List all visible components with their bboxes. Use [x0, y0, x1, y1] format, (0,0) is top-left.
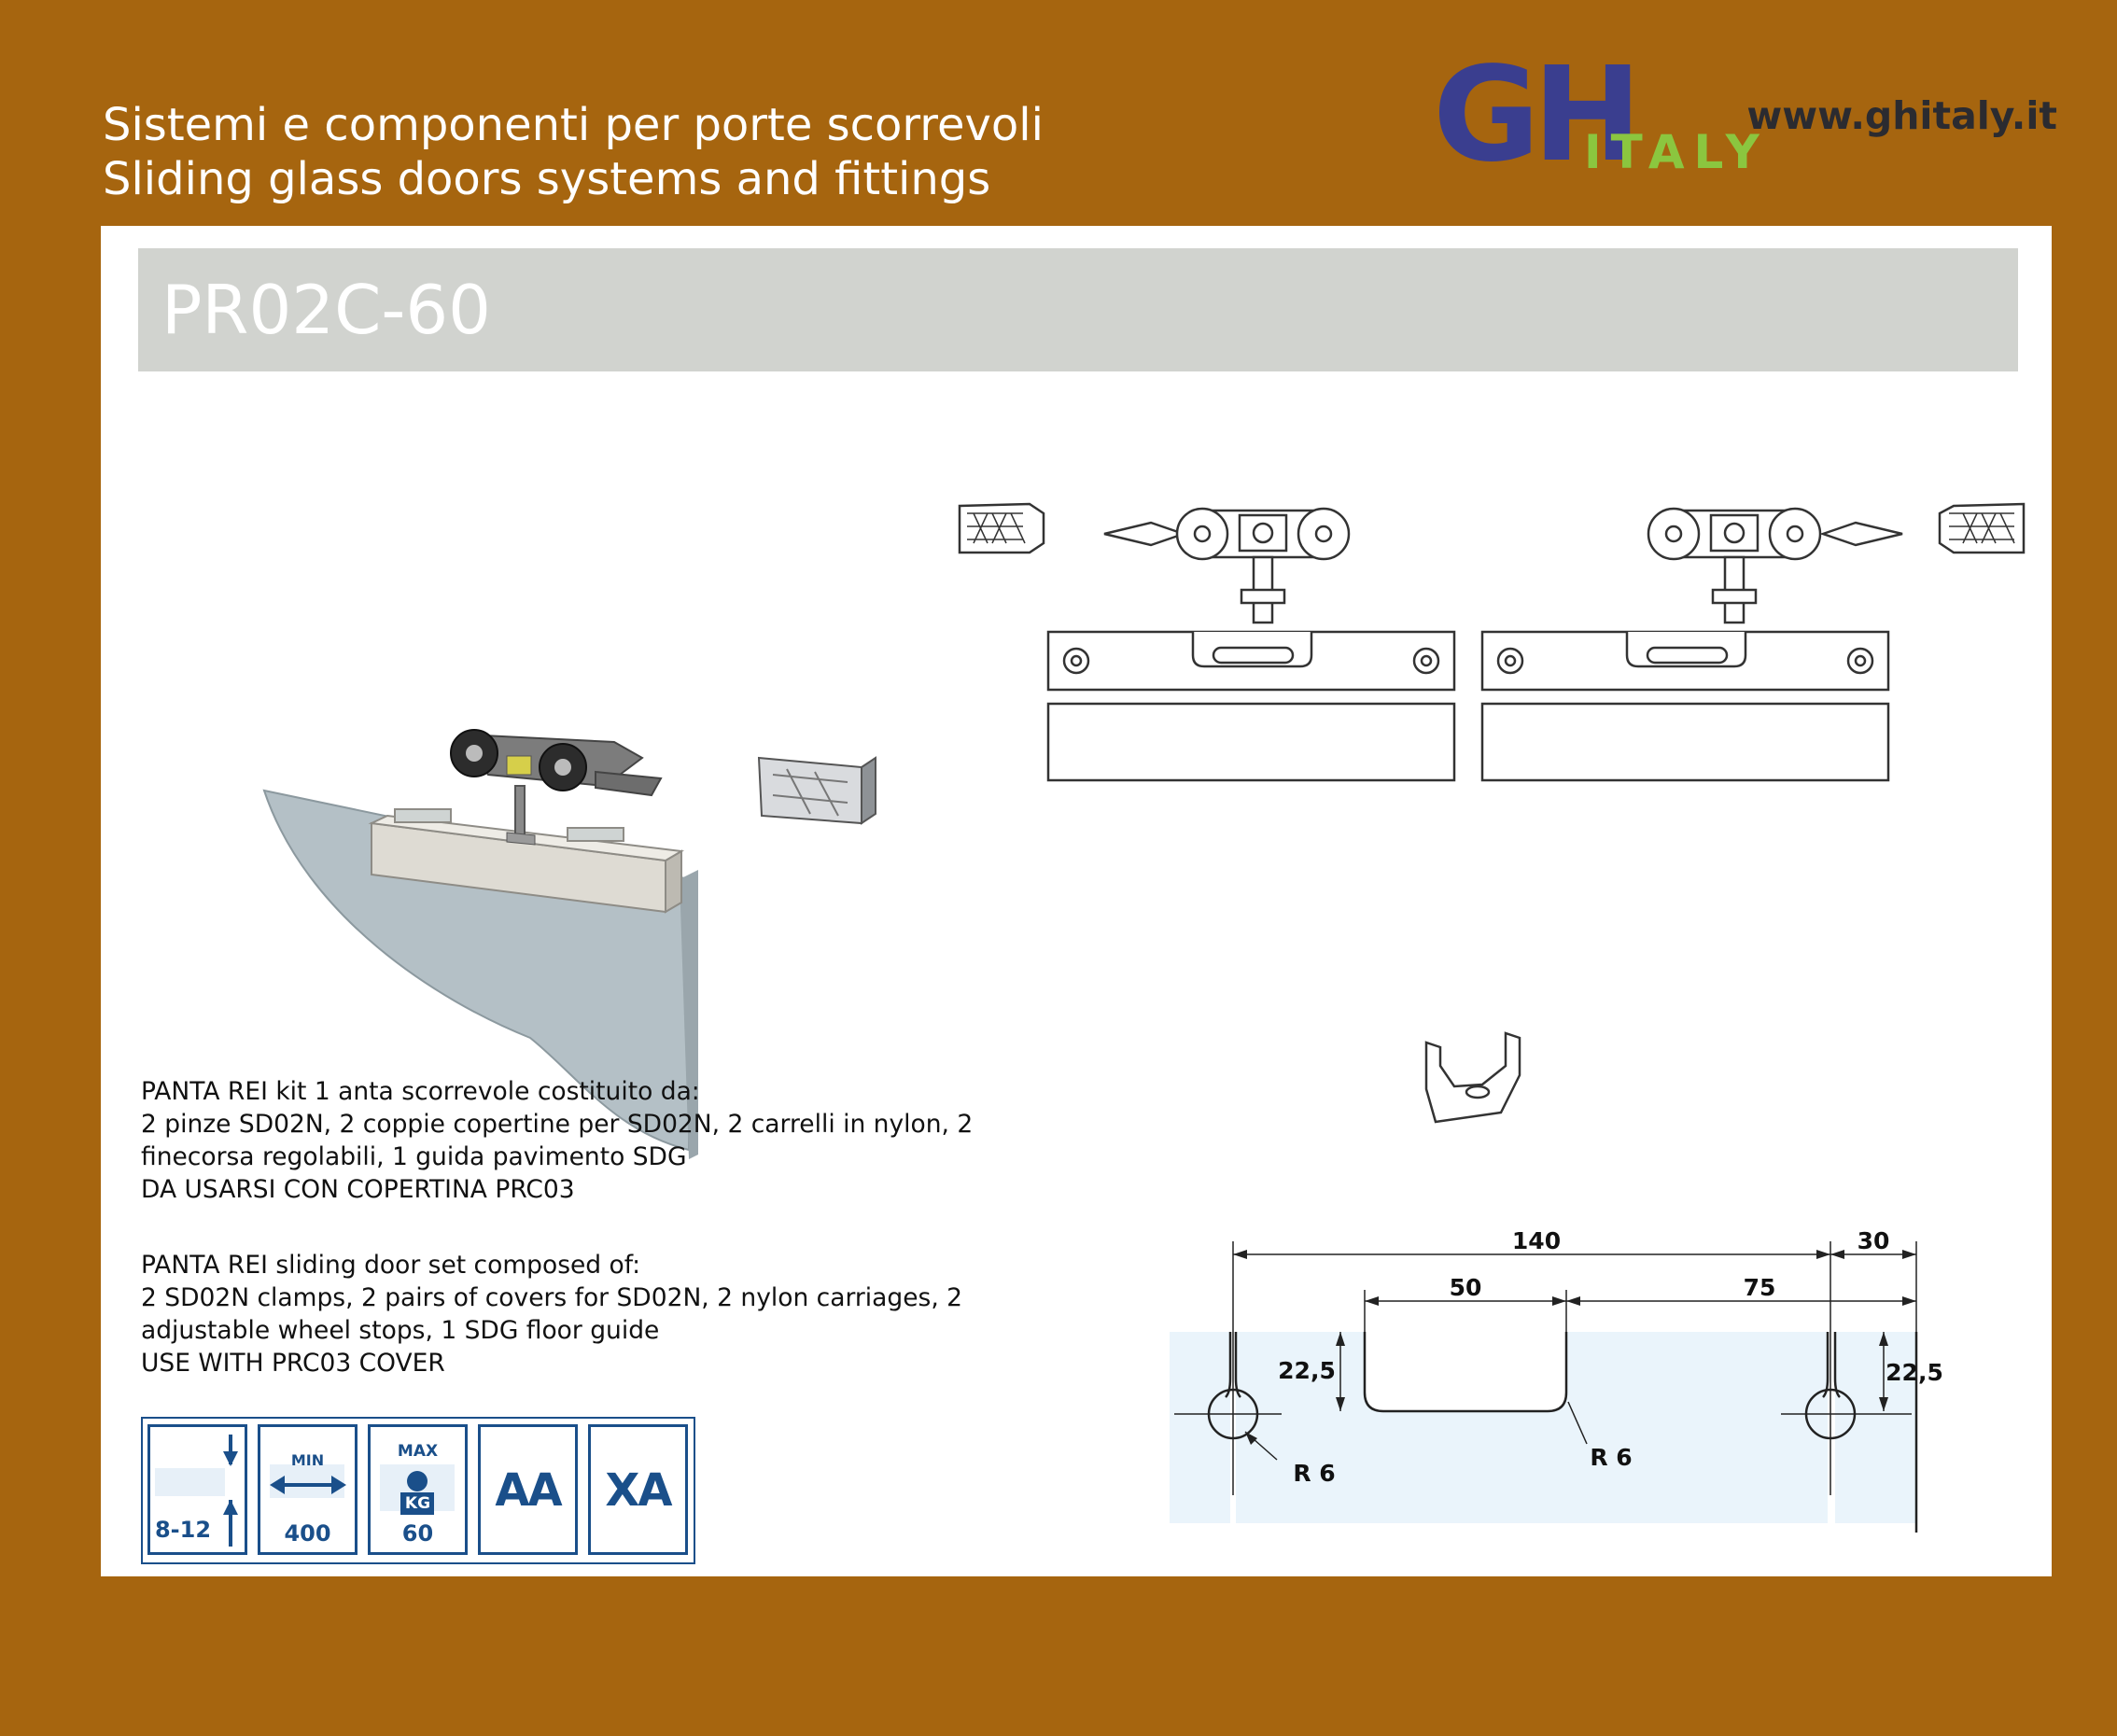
description-line: adjustable wheel stops, 1 SDG floor guid…	[141, 1316, 660, 1345]
product-code: PR02C-60	[161, 271, 491, 349]
description-line: finecorsa regolabili, 1 guida pavimento …	[141, 1142, 687, 1171]
min-width-icon: MIN 400	[258, 1424, 358, 1555]
code-xa-label: XA	[605, 1464, 672, 1517]
tagline-english: Sliding glass doors systems and fittings	[103, 153, 991, 205]
product-illustration	[262, 729, 876, 1159]
logo-sub-text: ITALY	[1584, 125, 1769, 179]
description-line: 2 pinze SD02N, 2 coppie copertine per SD…	[141, 1110, 974, 1139]
description-line: USE WITH PRC03 COVER	[141, 1349, 445, 1378]
description-english: PANTA REI sliding door set composed of: …	[141, 1249, 1056, 1379]
min-label: MIN	[290, 1451, 325, 1469]
radius-right: R 6	[1590, 1444, 1632, 1471]
description-line: PANTA REI kit 1 anta scorrevole costitui…	[141, 1077, 700, 1106]
spec-icon-strip: 8-12 MIN 400 MAX KG 60 AA X	[141, 1417, 695, 1564]
technical-drawing	[958, 502, 2026, 1124]
max-weight-icon: MAX KG 60	[368, 1424, 468, 1555]
glass-thickness-icon: 8-12	[147, 1424, 247, 1555]
tagline-italian: Sistemi e componenti per porte scorrevol…	[103, 99, 1044, 151]
radius-left: R 6	[1293, 1460, 1335, 1487]
dim-50: 50	[1450, 1274, 1482, 1301]
description-italian: PANTA REI kit 1 anta scorrevole costitui…	[141, 1075, 1056, 1206]
dim-30: 30	[1858, 1227, 1890, 1254]
kg-label: KG	[404, 1494, 431, 1513]
description-line: DA USARSI CON COPERTINA PRC03	[141, 1175, 575, 1204]
mounting-code-xa: XA	[588, 1424, 688, 1555]
description-line: PANTA REI sliding door set composed of:	[141, 1251, 641, 1280]
product-sheet: PR02C-60	[101, 226, 2052, 1576]
title-bar: PR02C-60	[138, 248, 2018, 371]
max-weight-value: 60	[401, 1520, 434, 1547]
logo-main-text: GH	[1433, 39, 1642, 191]
dim-140: 140	[1512, 1227, 1561, 1254]
description-line: 2 SD02N clamps, 2 pairs of covers for SD…	[141, 1283, 963, 1312]
dim-22-5-left: 22,5	[1278, 1357, 1336, 1384]
gh-italy-logo: GH ITALY	[1433, 50, 1769, 181]
glass-cutout-dimension-drawing: 140 30 50 75 22,5 22,5 R 6 R 6	[1170, 1227, 1943, 1533]
dim-75: 75	[1744, 1274, 1776, 1301]
mounting-code-aa: AA	[478, 1424, 578, 1555]
thickness-value: 8-12	[154, 1517, 212, 1543]
dim-22-5-right: 22,5	[1886, 1359, 1943, 1386]
min-width-value: 400	[284, 1520, 331, 1547]
website-link[interactable]: www.ghitaly.it	[1746, 93, 2057, 138]
code-aa-label: AA	[495, 1464, 562, 1517]
max-label: MAX	[397, 1442, 439, 1461]
